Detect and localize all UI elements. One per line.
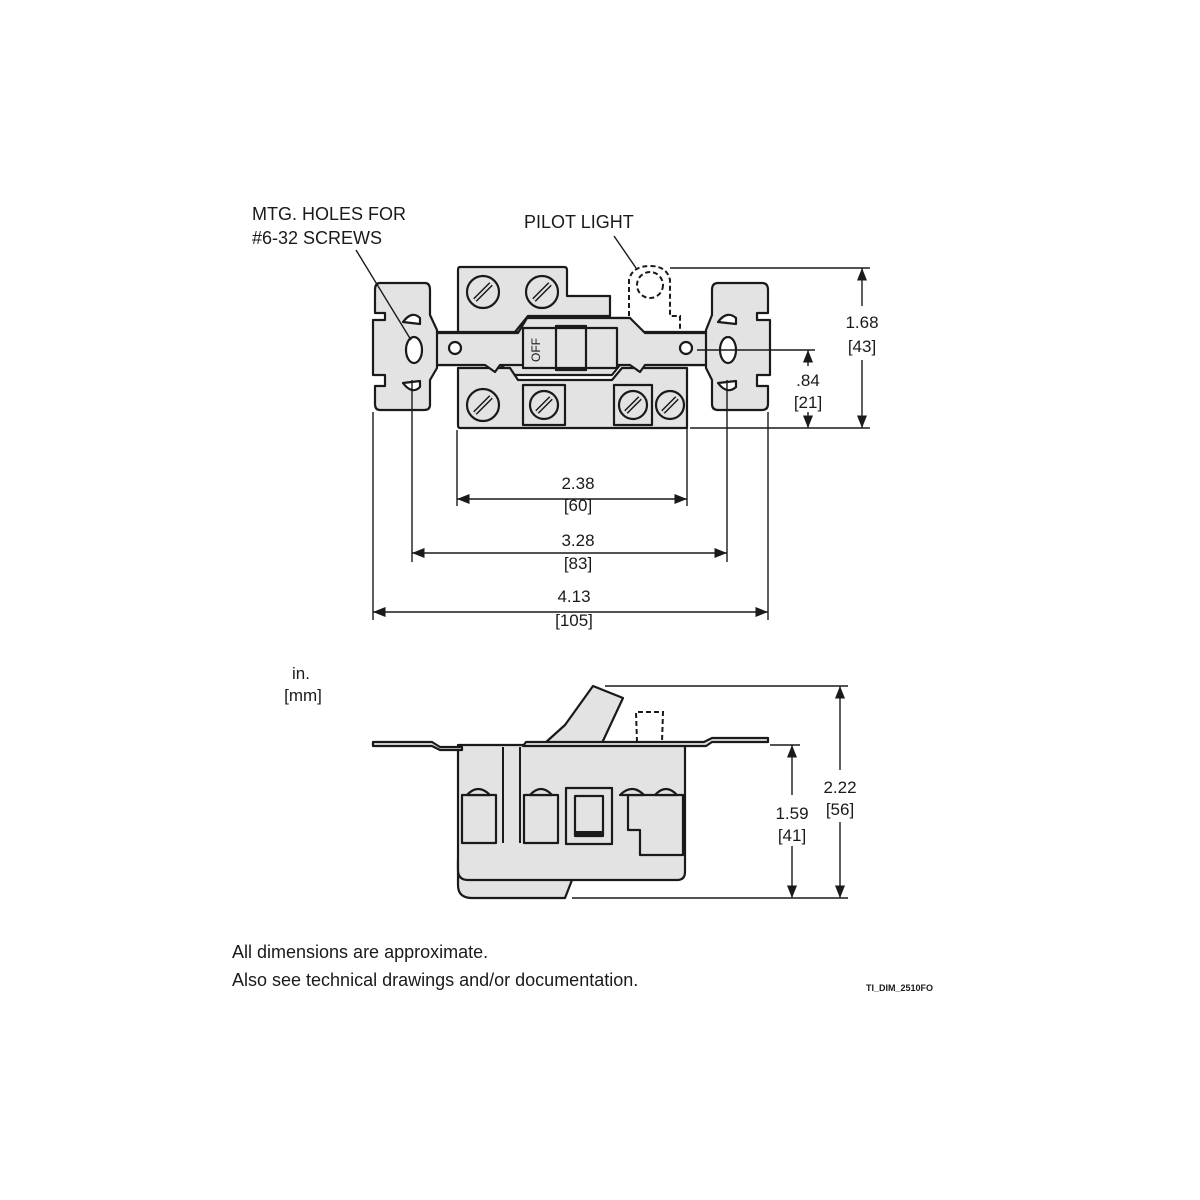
left-mounting-ear (371, 281, 439, 412)
side-terminals (460, 747, 685, 857)
side-mounting-plate (371, 736, 770, 752)
terminal-screws (465, 274, 686, 427)
side-toggle (543, 684, 625, 745)
pilot-light-leader (613, 235, 637, 269)
mtg-holes-leader (355, 249, 412, 341)
strap-hole (447, 340, 463, 356)
top-view: OFF (371, 264, 772, 430)
strap-hole (678, 340, 694, 356)
top-view-dimensions (372, 267, 870, 620)
dim-body-depth-in: 1.59 (775, 804, 808, 823)
toggle-off-label: OFF (529, 338, 543, 362)
side-view (371, 684, 770, 900)
side-pilot-light (634, 711, 665, 743)
mounting-hole-left (401, 313, 424, 392)
units-mm: [mm] (284, 686, 322, 705)
dim-hole-spacing-in: 3.28 (561, 531, 594, 550)
dim-height-mm: [43] (848, 337, 876, 356)
toggle-lever[interactable]: OFF (521, 324, 619, 372)
dim-half-height-mm: [21] (794, 393, 822, 412)
dim-overall-depth-mm: [56] (826, 800, 854, 819)
dim-height-in: 1.68 (845, 313, 878, 332)
dim-half-height-in: .84 (796, 371, 820, 390)
note-see-documentation: Also see technical drawings and/or docum… (232, 970, 638, 990)
mtg-holes-label-line1: MTG. HOLES FOR (252, 204, 406, 224)
dim-hole-spacing-mm: [83] (564, 554, 592, 573)
pilot-light-label: PILOT LIGHT (524, 212, 634, 232)
note-approximate: All dimensions are approximate. (232, 942, 488, 962)
pilot-light-outline (628, 264, 681, 330)
dim-body-width-mm: [60] (564, 496, 592, 515)
mtg-holes-label-line2: #6-32 SCREWS (252, 228, 382, 248)
side-view-dimensions (572, 685, 848, 899)
dim-overall-width-in: 4.13 (557, 587, 590, 606)
drawing-id: TI_DIM_2510FO (866, 983, 933, 993)
dim-overall-width-mm: [105] (555, 611, 593, 630)
units-in: in. (292, 664, 310, 683)
dim-overall-depth-in: 2.22 (823, 778, 856, 797)
right-mounting-ear (704, 281, 772, 412)
dim-body-depth-mm: [41] (778, 826, 806, 845)
dim-body-width-in: 2.38 (561, 474, 594, 493)
